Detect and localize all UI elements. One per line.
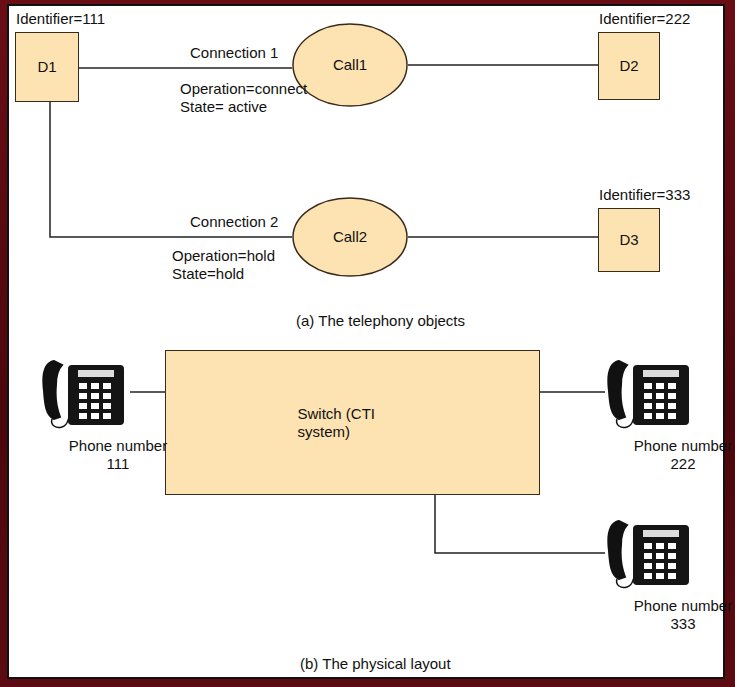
phone-key <box>656 383 664 389</box>
call-ellipse <box>293 24 407 106</box>
phone-body <box>68 365 124 425</box>
phone-key <box>656 553 664 559</box>
state-label: State= active <box>180 98 267 116</box>
phone-key <box>656 413 664 419</box>
phone-key <box>644 553 652 559</box>
device-box: Identifier=111D1 <box>15 32 79 102</box>
phone-key <box>644 383 652 389</box>
phone-key <box>668 563 676 569</box>
phone-body <box>633 525 689 585</box>
phone-key <box>79 413 87 419</box>
call-ellipse <box>293 198 407 276</box>
telephone-icon <box>605 515 695 591</box>
phone-key <box>103 393 111 399</box>
phone-display <box>78 370 114 377</box>
operation-label: Operation=hold <box>172 247 275 265</box>
phone-number-label: Phone number 222 <box>631 437 735 473</box>
connection-line <box>50 102 292 237</box>
phone-key <box>668 393 676 399</box>
phone-device: Phone number 111 <box>40 355 160 473</box>
connection-line <box>79 67 292 69</box>
device-box: Identifier=222D2 <box>598 32 660 100</box>
phone-key <box>656 563 664 569</box>
phone-key <box>668 543 676 549</box>
phone-key <box>668 383 676 389</box>
phone-key <box>644 573 652 579</box>
node-label: Call1 <box>333 56 367 74</box>
phone-key <box>103 413 111 419</box>
phone-key <box>668 413 676 419</box>
phone-key <box>91 413 99 419</box>
phone-key <box>644 543 652 549</box>
phone-key <box>91 383 99 389</box>
phone-handset <box>608 361 627 419</box>
state-label: State=hold <box>172 265 244 283</box>
phone-display <box>643 530 679 537</box>
phone-key <box>656 573 664 579</box>
phone-key <box>656 543 664 549</box>
phone-key <box>668 573 676 579</box>
figure-caption: (b) The physical layout <box>300 655 451 673</box>
identifier-label: Identifier=222 <box>599 10 690 28</box>
phone-key <box>91 403 99 409</box>
phone-handset <box>608 521 627 579</box>
phone-key <box>656 403 664 409</box>
phone-key <box>644 413 652 419</box>
identifier-label: Identifier=111 <box>16 10 105 28</box>
node-label: D3 <box>619 231 638 249</box>
phone-key <box>644 393 652 399</box>
operation-label: Operation=connect <box>180 80 307 98</box>
call-circle: Call1 <box>292 23 408 107</box>
device-box: Switch (CTI system) <box>165 350 540 495</box>
node-label: Call2 <box>333 228 367 246</box>
phone-key <box>668 553 676 559</box>
phone-number-label: Phone number 111 <box>66 437 170 473</box>
node-label: D2 <box>619 57 638 75</box>
call-circle: Call2 <box>292 197 408 277</box>
connection-line <box>408 64 598 66</box>
connection-line <box>130 391 165 393</box>
connection-line <box>435 495 605 553</box>
telephone-icon <box>605 355 695 431</box>
phone-key <box>103 383 111 389</box>
phone-key <box>103 403 111 409</box>
phone-handset <box>43 361 62 419</box>
connection-line <box>540 391 605 393</box>
connection-line <box>408 236 598 238</box>
phone-key <box>79 383 87 389</box>
subfigure-caption: (a) The telephony objects <box>296 312 465 330</box>
phone-key <box>79 403 87 409</box>
phone-device: Phone number 333 <box>605 515 717 633</box>
connection-label: Connection 2 <box>190 213 278 231</box>
connection-label: Connection 1 <box>190 44 278 62</box>
telephone-icon <box>40 355 130 431</box>
phone-key <box>656 393 664 399</box>
phone-number-label: Phone number 333 <box>631 597 735 633</box>
phone-key <box>91 393 99 399</box>
identifier-label: Identifier=333 <box>599 186 690 204</box>
device-box: Identifier=333D3 <box>598 208 660 272</box>
node-label: D1 <box>37 58 56 76</box>
phone-key <box>644 403 652 409</box>
phone-key <box>644 563 652 569</box>
phone-display <box>643 370 679 377</box>
phone-key <box>668 403 676 409</box>
phone-device: Phone number 222 <box>605 355 717 473</box>
phone-key <box>79 393 87 399</box>
phone-body <box>633 365 689 425</box>
node-label: Switch (CTI system) <box>298 405 408 441</box>
